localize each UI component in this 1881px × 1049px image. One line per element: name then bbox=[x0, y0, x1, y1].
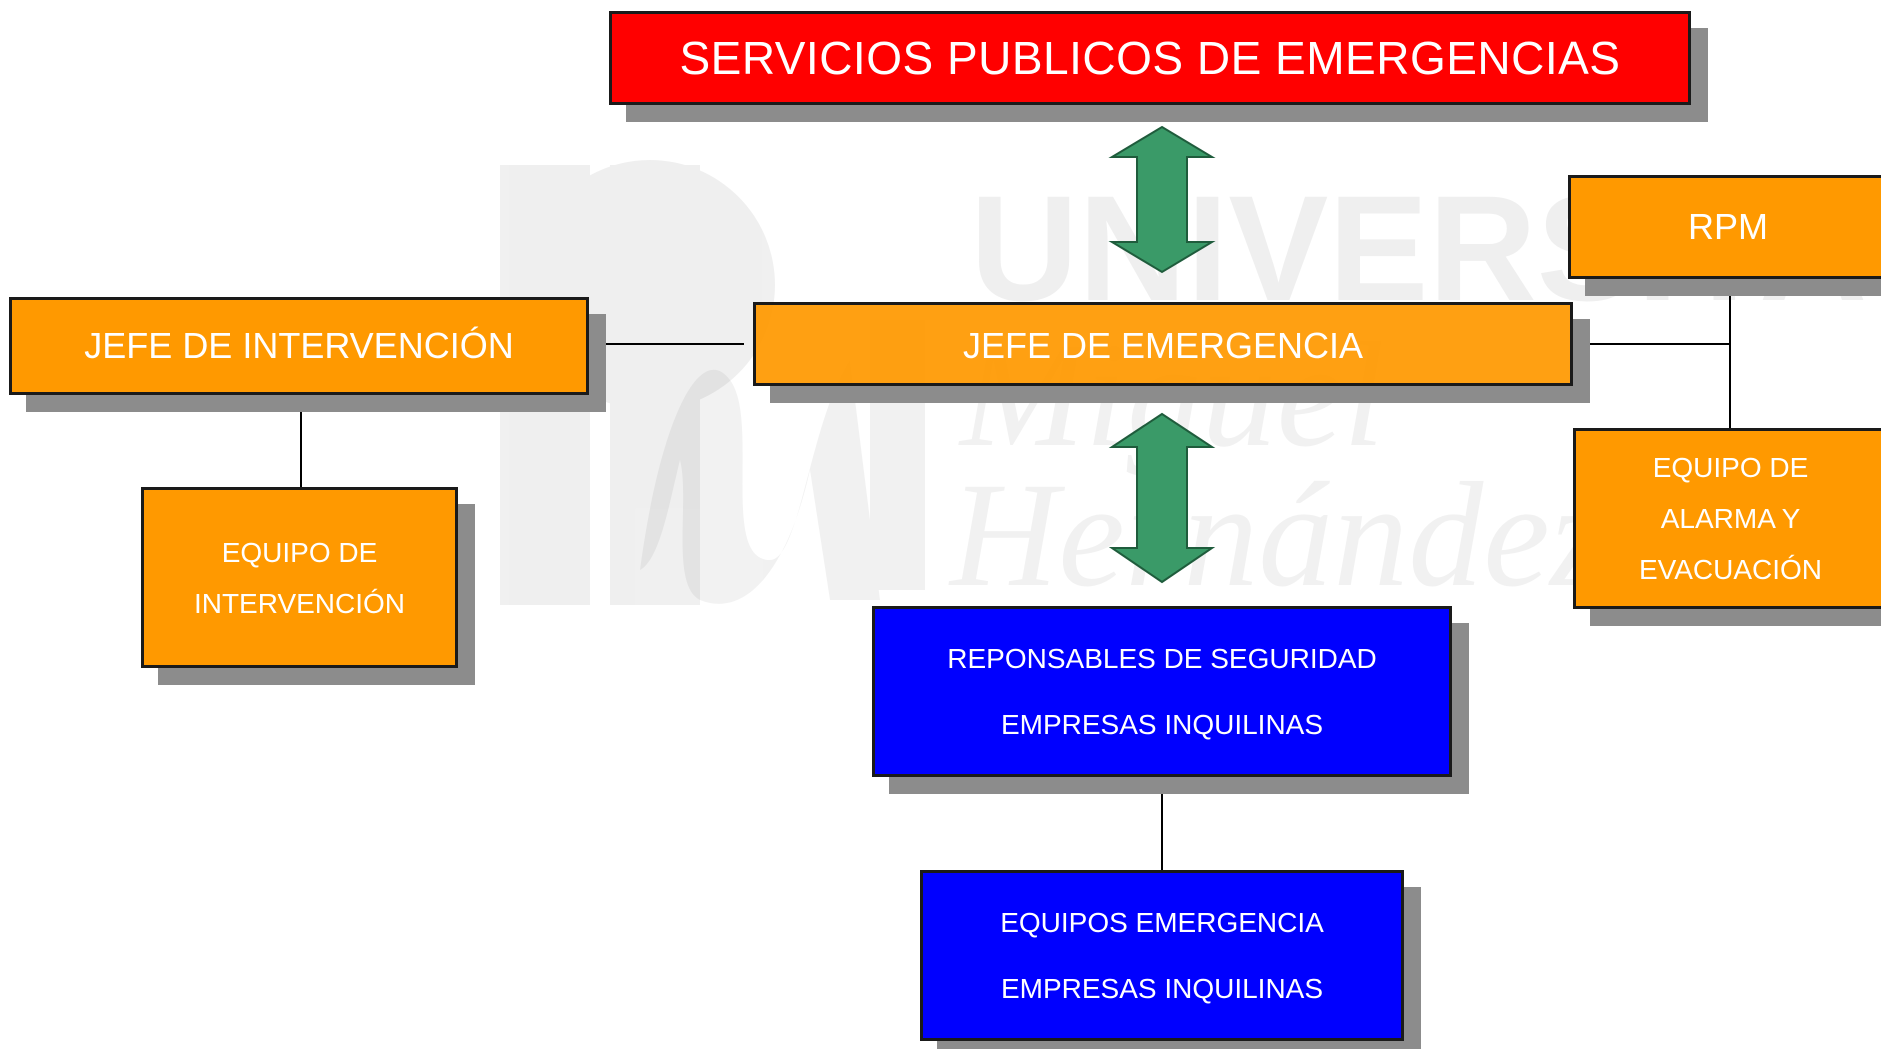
equipo-alarma-box: EQUIPO DE ALARMA Y EVACUACIÓN bbox=[1573, 428, 1881, 609]
equipos-emergencia-line1: EQUIPOS EMERGENCIA bbox=[1000, 906, 1324, 938]
watermark-line3: Hernández bbox=[948, 452, 1608, 618]
rpm-label: RPM bbox=[1688, 206, 1768, 247]
servicios-publicos-box: SERVICIOS PUBLICOS DE EMERGENCIAS bbox=[609, 11, 1691, 105]
rpm-box: RPM bbox=[1568, 175, 1881, 279]
equipo-intervencion-box: EQUIPO DE INTERVENCIÓN bbox=[141, 487, 458, 668]
responsables-line2: EMPRESAS INQUILINAS bbox=[1000, 708, 1324, 740]
equipo-intervencion-line2: INTERVENCIÓN bbox=[193, 587, 406, 619]
equipo-intervencion-line1: EQUIPO DE bbox=[221, 536, 378, 568]
jefe-emergencia-label: JEFE DE EMERGENCIA bbox=[962, 325, 1364, 366]
responsables-line1: REPONSABLES DE SEGURIDAD bbox=[947, 642, 1377, 674]
jefe-intervencion-box: JEFE DE INTERVENCIÓN bbox=[9, 297, 589, 395]
equipo-alarma-line2: ALARMA Y bbox=[1660, 503, 1801, 534]
equipos-emergencia-box: EQUIPOS EMERGENCIA EMPRESAS INQUILINAS bbox=[920, 870, 1404, 1041]
jefe-emergencia-box: JEFE DE EMERGENCIA bbox=[753, 302, 1573, 386]
double-arrow-icon-bottom bbox=[1108, 412, 1216, 584]
servicios-publicos-label: SERVICIOS PUBLICOS DE EMERGENCIAS bbox=[679, 32, 1621, 84]
jefe-intervencion-label: JEFE DE INTERVENCIÓN bbox=[84, 325, 514, 366]
equipos-emergencia-line2: EMPRESAS INQUILINAS bbox=[1000, 972, 1324, 1004]
equipo-alarma-line1: EQUIPO DE bbox=[1652, 452, 1809, 483]
equipo-alarma-line3: EVACUACIÓN bbox=[1638, 554, 1823, 585]
double-arrow-icon-top bbox=[1108, 125, 1216, 274]
responsables-seguridad-box: REPONSABLES DE SEGURIDAD EMPRESAS INQUIL… bbox=[872, 606, 1452, 777]
